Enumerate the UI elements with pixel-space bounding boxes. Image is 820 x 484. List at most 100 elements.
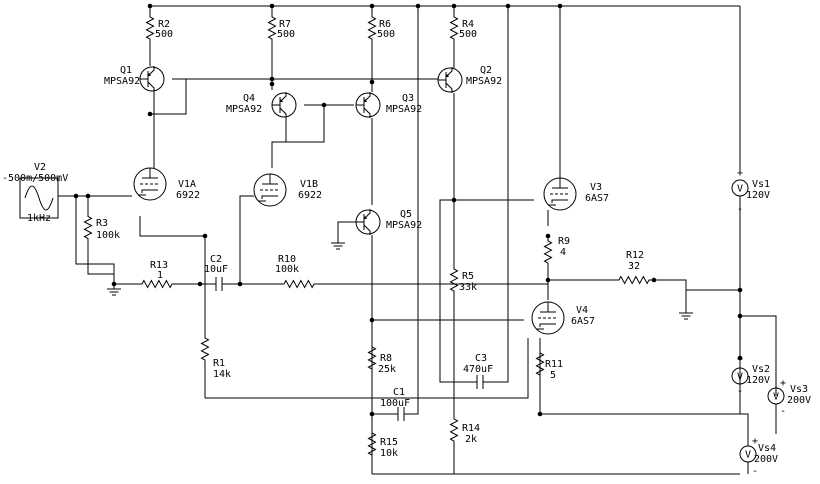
junction-dot — [545, 277, 551, 283]
label-v3: V3 — [590, 182, 602, 193]
label-v1a: V1A — [178, 179, 196, 190]
label-c3: C3 — [475, 353, 487, 364]
polarity-minus: - — [737, 386, 743, 397]
wire — [19, 177, 59, 219]
resistor-r4 — [449, 14, 459, 42]
wire — [439, 199, 470, 383]
resistor-r6 — [367, 14, 377, 42]
label-c1-value: 100uF — [380, 398, 410, 409]
label-c1: C1 — [393, 387, 405, 398]
resistor-r8 — [367, 336, 377, 380]
label-r4: R4 — [462, 19, 474, 30]
label-v4: V4 — [576, 305, 588, 316]
label-r1-value: 14k — [213, 369, 231, 380]
junction-dot — [557, 3, 563, 9]
wire — [410, 6, 419, 415]
label-r13: R13 — [150, 260, 168, 271]
label-q5: Q5 — [400, 209, 412, 220]
label-vs1: Vs1 — [752, 179, 770, 190]
polarity-plus: + — [737, 168, 743, 179]
label-r3: R3 — [96, 218, 108, 229]
label-r10-value: 100k — [275, 264, 299, 275]
label-q1: Q1 — [120, 65, 132, 76]
junction-dot — [737, 355, 743, 361]
resistor-r12 — [608, 275, 660, 285]
wire — [150, 78, 187, 115]
junction-dot — [451, 3, 457, 9]
resistor-r7 — [267, 14, 277, 42]
label-q5-part: MPSA92 — [386, 220, 422, 231]
meter-letter: V — [737, 372, 743, 383]
junction-dot — [237, 281, 243, 287]
label-vs4: Vs4 — [758, 443, 776, 454]
junction-dot — [197, 281, 203, 287]
wire — [740, 315, 777, 396]
polarity-minus: - — [752, 466, 758, 477]
label-r2-value: 500 — [155, 29, 173, 40]
junction-dot — [321, 102, 327, 108]
resistor-r15 — [367, 424, 377, 464]
label-q1-part: MPSA92 — [104, 76, 140, 87]
label-r8: R8 — [380, 353, 392, 364]
wire — [490, 6, 509, 383]
capacitor-c2 — [210, 277, 228, 291]
resistor-r2 — [145, 14, 155, 42]
wire — [337, 221, 356, 238]
transistor-q4 — [271, 92, 297, 118]
label-r6: R6 — [379, 19, 391, 30]
resistor-r10 — [268, 279, 330, 289]
ground-icon — [331, 238, 345, 250]
wire — [740, 413, 749, 446]
label-r9: R9 — [558, 236, 570, 247]
junction-dot — [269, 81, 275, 87]
junction-dot — [269, 76, 275, 82]
source-vs2: V — [731, 367, 749, 385]
junction-dot — [147, 111, 153, 117]
junction-dot — [537, 411, 543, 417]
wire — [239, 195, 254, 284]
junction-dot — [737, 313, 743, 319]
polarity-plus: + — [780, 378, 786, 389]
label-q4: Q4 — [243, 93, 255, 104]
polarity-minus: - — [737, 204, 743, 215]
wire — [205, 338, 529, 399]
label-r11-value: 5 — [550, 370, 556, 381]
transistor-q3 — [355, 92, 381, 118]
tube-v4 — [531, 301, 565, 335]
polarity-plus: + — [737, 354, 743, 365]
label-r6-value: 500 — [377, 29, 395, 40]
label-r15-value: 10k — [380, 448, 398, 459]
tube-v3 — [543, 177, 577, 211]
label-q3: Q3 — [402, 93, 414, 104]
label-r9-value: 4 — [560, 247, 566, 258]
label-r13-value: 1 — [157, 270, 163, 281]
polarity-plus: + — [752, 436, 758, 447]
label-c2: C2 — [210, 254, 222, 265]
source-vs1: V — [731, 179, 749, 197]
junction-dot — [505, 3, 511, 9]
junction-dot — [369, 317, 375, 323]
junction-dot — [651, 277, 657, 283]
junction-dot — [369, 411, 375, 417]
label-c2-value: 10uF — [204, 264, 228, 275]
resistor-r14 — [449, 414, 459, 446]
label-vs2: Vs2 — [752, 364, 770, 375]
label-r10: R10 — [278, 254, 296, 265]
source-vs3: V — [767, 387, 785, 405]
transistor-q2 — [437, 67, 463, 93]
transistor-q1 — [139, 66, 165, 92]
label-r7-value: 500 — [277, 29, 295, 40]
wire — [660, 279, 687, 308]
label-q4-part: MPSA92 — [226, 104, 262, 115]
label-r14: R14 — [462, 423, 480, 434]
resistor-r1 — [200, 300, 210, 398]
label-v3-part: 6AS7 — [585, 193, 609, 204]
label-q2: Q2 — [480, 65, 492, 76]
label-r3-value: 100k — [96, 230, 120, 241]
label-r12: R12 — [626, 250, 644, 261]
junction-dot — [147, 3, 153, 9]
junction-dot — [111, 281, 117, 287]
label-vs4-value: 200V — [754, 454, 778, 465]
label-v4-part: 6AS7 — [571, 316, 595, 327]
